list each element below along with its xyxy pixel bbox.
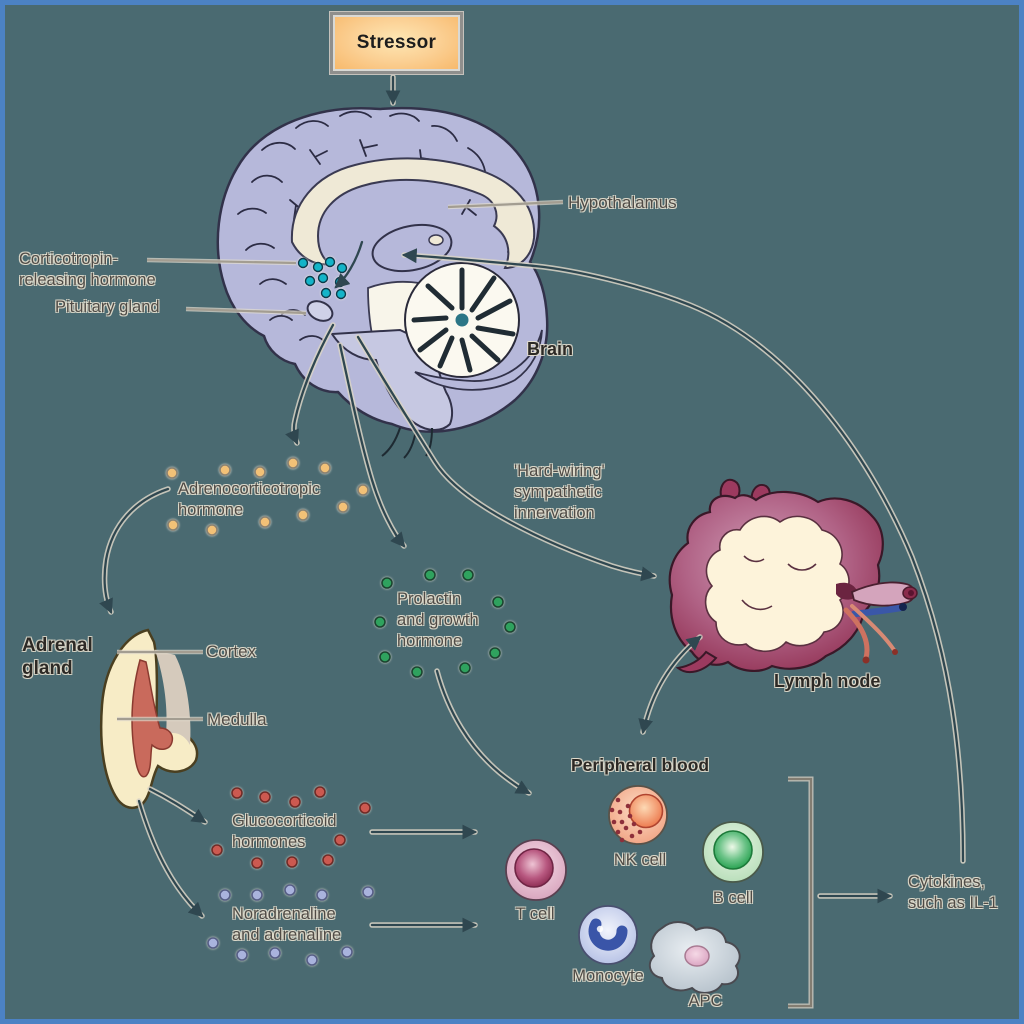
crh-label: Corticotropin- releasing hormone (19, 249, 156, 291)
apc-illustration (648, 921, 741, 994)
hardwiring-label: 'Hard-wiring' sympathetic innervation (514, 461, 605, 524)
prolactin-dots (374, 569, 516, 678)
stressor-label: Stressor (356, 32, 437, 53)
hardwiring-label-line3: innervation (514, 504, 595, 522)
arrow-lymph-blood-bidirectional (638, 635, 702, 735)
acth-label-line1: Adrenocorticotropic (178, 480, 321, 498)
arrow-pituitary-to-acth (285, 323, 335, 446)
apc-label: APC (688, 992, 723, 1010)
arrow-pituitary-to-prolactin (338, 343, 406, 548)
cerebellum (404, 262, 520, 378)
noradrenaline-label-line2: and adrenaline (232, 926, 342, 944)
arrow-prolactin-to-blood (435, 669, 531, 795)
cytokines-label-line2: such as IL-1 (908, 894, 998, 912)
nk-granules (609, 797, 643, 843)
adrenal-label-line2: gland (22, 658, 73, 679)
prolactin-label-line3: hormone (397, 632, 463, 650)
nk-cell-illustration (608, 785, 668, 845)
b-cell-label: B cell (712, 889, 754, 907)
noradrenaline-dots (207, 884, 374, 966)
arrow-adrenal-to-glucocorticoid (148, 787, 207, 824)
medulla-label: Medulla (207, 710, 267, 729)
arrow-acth-to-adrenal (99, 487, 170, 615)
glucocorticoid-label: Glucocorticoid hormones (232, 811, 337, 853)
monocyte-illustration (578, 905, 638, 965)
prolactin-label: Prolactin and growth hormone (397, 589, 479, 652)
crh-label-line1: Corticotropin- (19, 250, 119, 268)
arrow-hypothalamus-to-pituitary (334, 240, 364, 289)
lymph-node-label: Lymph node (774, 671, 881, 691)
adrenal-label-line1: Adrenal (22, 635, 93, 656)
lymph-node-illustration (668, 478, 918, 674)
pituitary-gland-shape (306, 300, 334, 322)
leader-pituitary (185, 307, 307, 315)
cells-bracket (788, 776, 814, 1009)
cerebellum-folds (414, 329, 543, 391)
thalamus-detail (428, 234, 444, 246)
prolactin-label-line2: and growth (397, 611, 479, 629)
cortex-label: Cortex (206, 642, 257, 661)
cytokines-label: Cytokines, such as IL-1 (908, 872, 998, 914)
arrow-sympathetic-to-lymph-node (356, 335, 657, 582)
t-cell-illustration (505, 839, 567, 901)
b-cell-illustration (702, 821, 764, 883)
noradrenaline-label: Noradrenaline and adrenaline (232, 904, 341, 946)
crh-label-line2: releasing hormone (19, 271, 156, 289)
glucocorticoid-label-line1: Glucocorticoid (232, 812, 337, 830)
lymph-vessel-red2 (850, 604, 896, 652)
acth-label: Adrenocorticotropic hormone (178, 479, 320, 521)
acth-label-line2: hormone (178, 501, 244, 519)
corpus-callosum (290, 157, 536, 270)
lymph-node-cortex (704, 515, 850, 653)
peripheral-blood-label: Peripheral blood (571, 755, 710, 775)
arrow-adrenal-to-noradrenaline (137, 799, 204, 918)
adrenal-label: Adrenal gland (22, 634, 93, 680)
leader-hypothalamus (447, 200, 564, 209)
hypothalamus-label: Hypothalamus (568, 193, 677, 212)
lymph-vessel-red1 (843, 607, 870, 661)
stressor-box: Stressor (330, 12, 463, 74)
glucocorticoid-dots (211, 786, 371, 869)
brain-illustration (216, 107, 549, 459)
brain-label: Brain (527, 339, 574, 359)
t-cell-label: T cell (515, 905, 555, 923)
acth-dots (166, 457, 369, 536)
hardwiring-label-line1: 'Hard-wiring' (514, 462, 605, 480)
leader-crh (146, 258, 297, 265)
pituitary-label: Pituitary gland (55, 298, 160, 316)
nk-cell-label: NK cell (613, 851, 667, 869)
leader-lines (117, 199, 564, 722)
hardwiring-label-line2: sympathetic (514, 483, 603, 501)
arrows (99, 74, 966, 933)
cytokines-label-line1: Cytokines, (908, 873, 986, 891)
prolactin-label-line1: Prolactin (397, 590, 462, 608)
glucocorticoid-label-line2: hormones (232, 833, 306, 851)
arrow-cytokines-to-brain (401, 248, 965, 863)
monocyte-label: Monocyte (572, 967, 644, 985)
noradrenaline-label-line1: Noradrenaline (232, 905, 336, 923)
